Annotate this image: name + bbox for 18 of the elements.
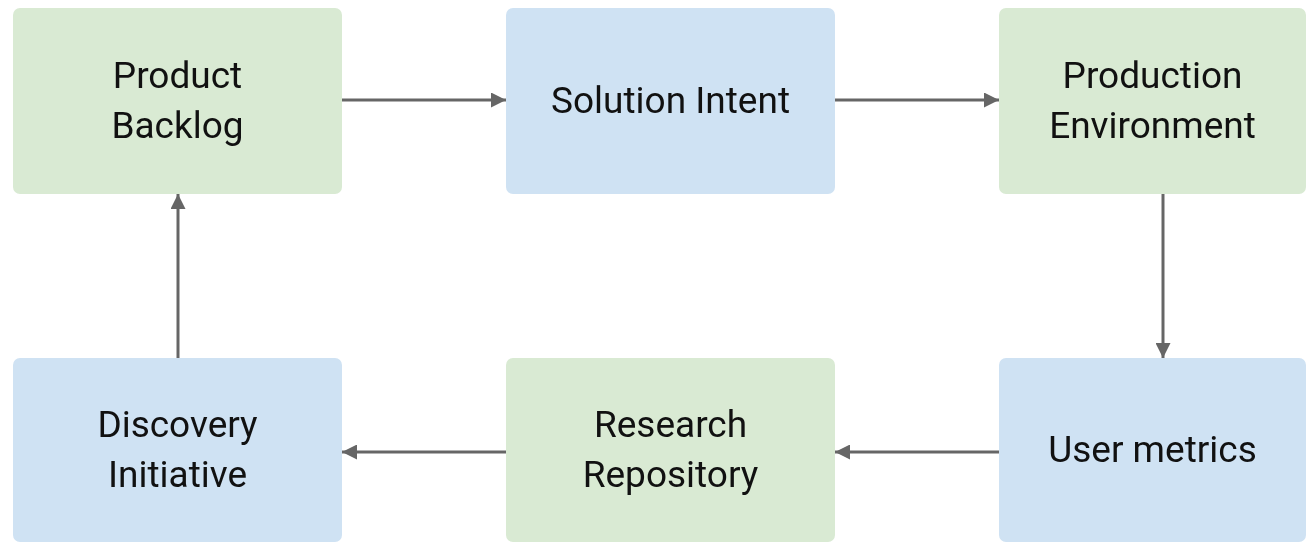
arrow — [342, 444, 506, 460]
arrow — [170, 194, 186, 358]
process-box — [13, 358, 342, 542]
box-label: Solution Intent — [550, 78, 790, 124]
box-label: Production Environment — [1048, 53, 1257, 149]
box-label: Research Repository — [581, 402, 760, 498]
process-box — [506, 358, 835, 542]
arrow — [835, 444, 999, 460]
arrow — [835, 92, 999, 108]
process-box — [506, 8, 835, 194]
box-label: User metrics — [1048, 427, 1257, 473]
box-label: Product Backlog — [110, 53, 245, 149]
process-box — [999, 358, 1306, 542]
process-box — [13, 8, 342, 194]
arrow — [1155, 194, 1171, 358]
box-label: Discovery Initiative — [96, 402, 259, 498]
arrow — [342, 92, 506, 108]
process-box — [999, 8, 1306, 194]
